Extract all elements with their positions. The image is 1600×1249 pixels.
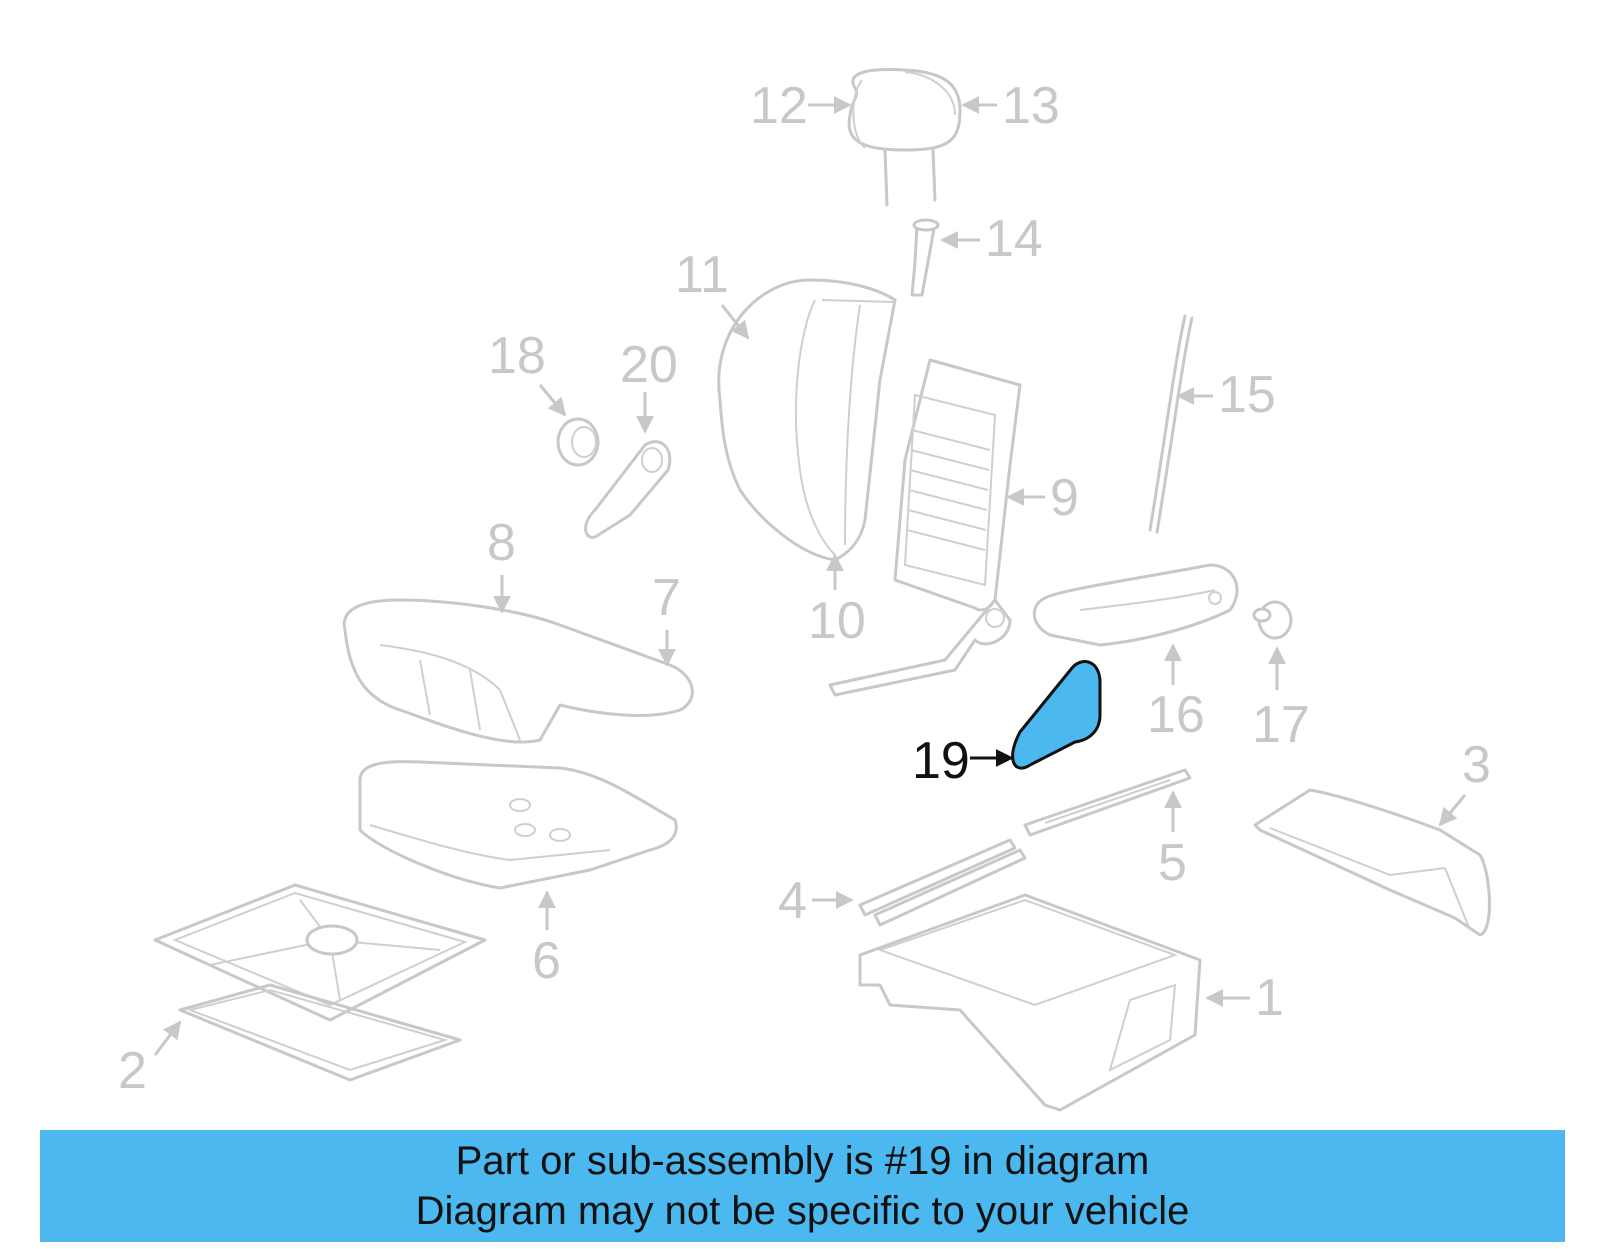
callout-16: 16 <box>1147 643 1205 744</box>
svg-text:20: 20 <box>620 336 678 394</box>
callout-15: 15 <box>1176 366 1276 424</box>
clip-part <box>1252 600 1293 640</box>
svg-text:2: 2 <box>118 1042 147 1100</box>
callout-19: 19 <box>912 732 1014 790</box>
callout-17: 17 <box>1252 646 1310 754</box>
callout-14: 14 <box>940 210 1043 268</box>
banner-line-2: Diagram may not be specific to your vehi… <box>415 1189 1190 1233</box>
seat-cushion-cover-part <box>342 598 694 744</box>
callout-18: 18 <box>488 327 567 417</box>
callout-10: 10 <box>808 553 866 650</box>
tray-part <box>1253 788 1491 937</box>
seatback-frame-part <box>828 358 1022 697</box>
callout-11: 11 <box>675 246 750 340</box>
callout-6: 6 <box>532 890 561 990</box>
callout-2: 2 <box>118 1020 182 1100</box>
svg-text:1: 1 <box>1255 969 1284 1027</box>
headrest-part <box>847 68 962 207</box>
callout-12: 12 <box>750 77 852 135</box>
svg-text:16: 16 <box>1147 686 1205 744</box>
slide-rail-part <box>1023 768 1192 837</box>
callout-1: 1 <box>1205 969 1284 1027</box>
knob-part <box>556 417 600 467</box>
callout-3: 3 <box>1438 736 1491 827</box>
banner-line-1: Part or sub-assembly is #19 in diagram <box>455 1139 1150 1183</box>
svg-text:18: 18 <box>488 327 546 385</box>
callout-9: 9 <box>1006 469 1079 527</box>
svg-text:6: 6 <box>532 932 561 990</box>
seat-riser-part <box>858 893 1202 1112</box>
callout-8: 8 <box>487 514 516 614</box>
svg-text:15: 15 <box>1218 366 1276 424</box>
recliner-cover-part <box>584 440 672 539</box>
svg-text:13: 13 <box>1002 77 1060 135</box>
highlighted-part-19 <box>1011 660 1102 770</box>
svg-text:12: 12 <box>750 77 808 135</box>
svg-text:10: 10 <box>808 592 866 650</box>
svg-text:9: 9 <box>1050 469 1079 527</box>
seat-cushion-pan-part <box>358 760 678 890</box>
svg-text:14: 14 <box>985 210 1043 268</box>
armrest-part <box>1032 563 1239 647</box>
slide-rail-2-part <box>858 838 1027 927</box>
trim-strip-part <box>1148 314 1194 534</box>
headrest-guide-part <box>910 218 940 297</box>
seatback-cover-part <box>717 278 897 562</box>
svg-text:7: 7 <box>652 569 681 627</box>
info-banner: Part or sub-assembly is #19 in diagram D… <box>40 1130 1565 1242</box>
callout-13: 13 <box>961 77 1060 135</box>
callout-5: 5 <box>1158 790 1187 892</box>
svg-text:11: 11 <box>675 246 729 304</box>
svg-text:3: 3 <box>1462 736 1491 794</box>
svg-text:4: 4 <box>778 872 807 930</box>
callout-7: 7 <box>652 569 681 667</box>
svg-text:5: 5 <box>1158 834 1187 892</box>
swivel-base-part <box>153 883 487 1082</box>
svg-text:17: 17 <box>1252 696 1310 754</box>
callout-20: 20 <box>620 336 678 434</box>
svg-text:19: 19 <box>912 732 970 790</box>
callout-4: 4 <box>778 872 854 930</box>
svg-text:8: 8 <box>487 514 516 572</box>
